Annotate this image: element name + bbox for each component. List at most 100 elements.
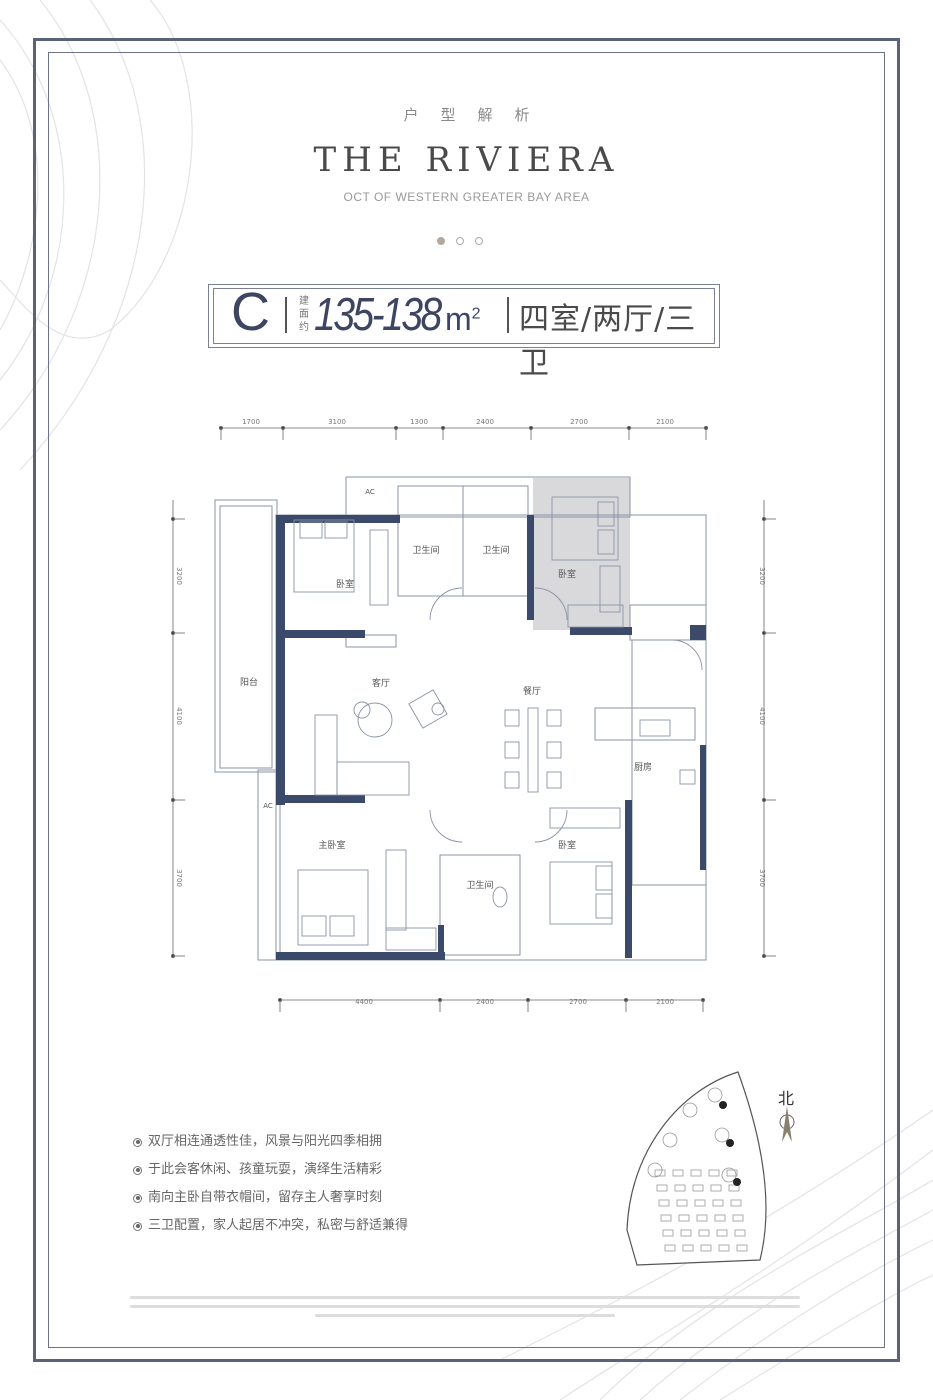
site-building bbox=[730, 1199, 742, 1207]
section-subtitle: 户型解析 bbox=[403, 106, 552, 124]
site-tower bbox=[647, 1162, 663, 1178]
unit-area: 135-138 bbox=[314, 288, 442, 340]
room-label: 卫生间 bbox=[466, 879, 493, 891]
pager-dot[interactable] bbox=[475, 237, 483, 245]
site-building bbox=[710, 1184, 722, 1192]
bed bbox=[293, 519, 355, 593]
closet bbox=[385, 849, 407, 931]
bed bbox=[549, 861, 613, 925]
feature-item: 双厅相连通透性佳，风景与阳光四季相拥 bbox=[133, 1128, 408, 1156]
pager-dots bbox=[437, 237, 483, 245]
site-building bbox=[716, 1229, 728, 1237]
site-building bbox=[678, 1214, 690, 1222]
site-building bbox=[718, 1244, 730, 1252]
sofa bbox=[336, 761, 410, 796]
stove bbox=[639, 719, 671, 737]
door-swing bbox=[429, 809, 463, 843]
area-unit: m2 bbox=[445, 301, 481, 337]
site-tower bbox=[707, 1087, 723, 1103]
bullet-icon bbox=[133, 1165, 142, 1175]
dim-left: 4100 bbox=[175, 707, 183, 725]
site-building bbox=[736, 1244, 748, 1252]
unit-info-box: C 建面约 135-138 m2 四室/两厅/三卫 bbox=[208, 282, 720, 381]
dim-top: 1700 bbox=[242, 418, 260, 426]
room-label: 卫生间 bbox=[482, 544, 509, 556]
dim-right: 3700 bbox=[758, 869, 766, 887]
dim-left: 3200 bbox=[175, 567, 183, 585]
dim-bottom: 2100 bbox=[656, 998, 674, 1006]
room-label: 卫生间 bbox=[412, 544, 439, 556]
door-swing bbox=[671, 639, 703, 671]
coffee-table bbox=[357, 702, 393, 738]
compass-label: 北 bbox=[778, 1089, 794, 1108]
toilet bbox=[492, 886, 508, 908]
bed bbox=[551, 496, 619, 561]
site-building bbox=[664, 1244, 676, 1252]
site-building bbox=[672, 1169, 684, 1177]
pager-dot[interactable] bbox=[456, 237, 464, 245]
area-label: 建面约 bbox=[299, 296, 309, 333]
dim-top: 2700 bbox=[570, 418, 588, 426]
bed bbox=[297, 869, 369, 946]
feature-list: 双厅相连通透性佳，风景与阳光四季相拥 于此会客休闲、孩童玩耍，演绎生活精彩 南向… bbox=[133, 1128, 408, 1240]
site-building bbox=[680, 1229, 692, 1237]
feature-item: 南向主卧自带衣帽间，留存主人奢享时刻 bbox=[133, 1184, 408, 1212]
room-label: 卧室 bbox=[558, 568, 576, 580]
dim-top: 1300 bbox=[410, 418, 428, 426]
furniture bbox=[293, 496, 703, 951]
wardrobe bbox=[549, 807, 621, 829]
site-building bbox=[690, 1169, 702, 1177]
dining-table bbox=[527, 707, 539, 793]
room-label: 卧室 bbox=[336, 578, 354, 590]
pager-dot-active[interactable] bbox=[437, 237, 445, 245]
site-building bbox=[654, 1169, 666, 1177]
building-marker bbox=[719, 1101, 727, 1109]
door-swing bbox=[534, 587, 568, 621]
site-building bbox=[660, 1214, 672, 1222]
dim-right: 3200 bbox=[758, 567, 766, 585]
building-marker bbox=[726, 1139, 734, 1147]
site-building bbox=[656, 1184, 668, 1192]
site-building bbox=[732, 1214, 744, 1222]
wardrobe bbox=[369, 529, 389, 606]
ac-label: AC bbox=[263, 802, 273, 810]
site-building bbox=[714, 1214, 726, 1222]
unit-type: C bbox=[231, 282, 270, 342]
site-building bbox=[692, 1184, 704, 1192]
room-label: 主卧室 bbox=[318, 839, 345, 851]
dim-bottom: 4400 bbox=[355, 998, 373, 1006]
site-tower bbox=[682, 1102, 698, 1118]
dim-bottom: 2700 bbox=[569, 998, 587, 1006]
site-tower bbox=[714, 1127, 730, 1143]
site-building bbox=[676, 1199, 688, 1207]
armchair bbox=[408, 689, 448, 729]
wardrobe bbox=[567, 604, 624, 628]
site-building bbox=[726, 1169, 738, 1177]
site-building bbox=[700, 1244, 712, 1252]
sink bbox=[679, 769, 696, 785]
feature-item: 三卫配置，家人起居不冲突，私密与舒适兼得 bbox=[133, 1212, 408, 1240]
project-tagline: OCT OF WESTERN GREATER BAY AREA bbox=[343, 190, 590, 204]
dimension-lines bbox=[172, 427, 765, 1001]
bullet-icon bbox=[133, 1221, 142, 1231]
dim-top: 2100 bbox=[656, 418, 674, 426]
dim-right: 4100 bbox=[758, 707, 766, 725]
room-label: 卧室 bbox=[558, 839, 576, 851]
site-building bbox=[708, 1169, 720, 1177]
room-label: 餐厅 bbox=[523, 685, 541, 697]
sofa bbox=[314, 714, 338, 796]
closet bbox=[385, 927, 437, 951]
site-building bbox=[696, 1214, 708, 1222]
site-building bbox=[682, 1244, 694, 1252]
site-building bbox=[658, 1199, 670, 1207]
plan-walls bbox=[276, 515, 706, 960]
building-marker bbox=[733, 1178, 741, 1186]
dim-top: 3100 bbox=[328, 418, 346, 426]
unit-layout: 四室/两厅/三卫 bbox=[519, 302, 697, 381]
room-label: 阳台 bbox=[240, 676, 258, 688]
room-label: 客厅 bbox=[372, 677, 390, 689]
dim-bottom: 2400 bbox=[476, 998, 494, 1006]
site-tower bbox=[721, 1167, 737, 1183]
site-building bbox=[674, 1184, 686, 1192]
